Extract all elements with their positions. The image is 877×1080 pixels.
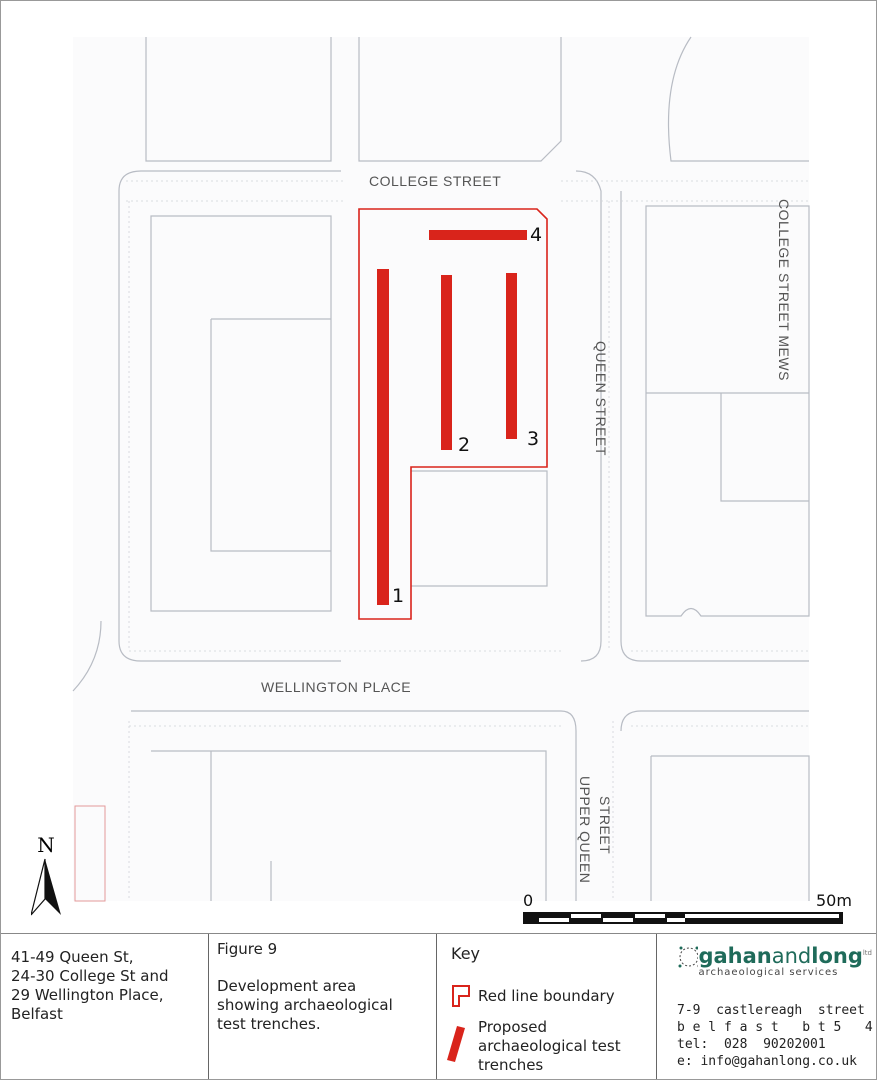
key-trench-symbol <box>445 1024 467 1069</box>
label-college-street-mews: COLLEGE STREET MEWS <box>776 199 792 381</box>
north-label: N <box>37 833 55 857</box>
figure-info: Figure 9 Development area showing archae… <box>217 940 393 1034</box>
address-email[interactable]: e: info@gahanlong.co.uk <box>677 1054 858 1069</box>
trench-2 <box>441 275 452 450</box>
key-trench-line: archaeological test <box>478 1037 621 1055</box>
site-line: 29 Wellington Place, <box>11 986 164 1004</box>
title-block: 41-49 Queen St, 24-30 College St and 29 … <box>1 933 876 1079</box>
site-line: 24-30 College St and <box>11 967 169 985</box>
logo-mark-icon <box>678 946 699 968</box>
site-address: 41-49 Queen St, 24-30 College St and 29 … <box>11 948 168 1024</box>
trench-1 <box>377 269 389 605</box>
scale-start: 0 <box>523 891 534 910</box>
key-boundary-symbol <box>451 984 471 1013</box>
company-logo: gahanandlongltd archaeological services <box>677 942 872 978</box>
company-block: gahanandlongltd archaeological services … <box>677 942 873 1070</box>
key: Key Red line boundary Proposed archaeolo… <box>447 944 651 1075</box>
label-college-street: COLLEGE STREET <box>369 173 502 189</box>
site-map <box>72 36 843 924</box>
key-trench-label: Proposed archaeological test trenches <box>478 1018 621 1075</box>
label-queen-street: QUEEN STREET <box>593 341 609 456</box>
trench-label-2: 2 <box>458 434 471 456</box>
key-trench-line: trenches <box>478 1056 544 1074</box>
trench-3 <box>506 273 517 439</box>
caption-line: Development area <box>217 977 357 995</box>
label-upper-queen-street-2: STREET <box>597 796 613 855</box>
site-line: 41-49 Queen St, <box>11 948 134 966</box>
trench-label-1: 1 <box>392 585 405 607</box>
scale-bar <box>523 912 843 924</box>
label-wellington-place: WELLINGTON PLACE <box>261 679 412 695</box>
key-boundary-label: Red line boundary <box>478 987 615 1005</box>
drawing-stamp <box>74 805 106 902</box>
logo-gahan: gahan <box>698 944 772 968</box>
divider <box>436 934 437 1079</box>
company-address: 7-9 castlereagh street b e l f a s t b t … <box>677 1002 873 1070</box>
red-line-boundary <box>358 208 548 620</box>
address-line: 7-9 castlereagh street <box>677 1003 865 1018</box>
logo-ltd: ltd <box>862 949 872 957</box>
logo-long: long <box>811 944 863 968</box>
address-phone: tel: 028 90202001 <box>677 1037 826 1052</box>
north-arrow: N <box>30 833 63 923</box>
logo-and: and <box>771 944 812 968</box>
scale-end: 50m <box>816 891 852 910</box>
map-background <box>73 37 809 901</box>
label-upper-queen-street: UPPER QUEEN <box>577 776 593 884</box>
trenches <box>377 230 527 605</box>
divider <box>208 934 209 1079</box>
caption-line: test trenches. <box>217 1015 321 1033</box>
trench-label-3: 3 <box>527 428 540 450</box>
key-trench-line: Proposed <box>478 1018 548 1036</box>
trench-4 <box>429 230 527 240</box>
basemap-kerbs <box>126 180 811 901</box>
site-line: Belfast <box>11 1005 63 1023</box>
divider <box>656 934 657 1079</box>
company-tagline: archaeological services <box>698 967 839 978</box>
key-title: Key <box>451 944 481 963</box>
caption-line: showing archaeological <box>217 996 393 1014</box>
basemap-buildings <box>72 36 810 901</box>
north-arrow-icon <box>30 858 61 916</box>
address-line: b e l f a s t b t 5 4 n e <box>677 1020 873 1035</box>
figure-title: Figure 9 <box>217 940 278 958</box>
trench-label-4: 4 <box>530 224 543 246</box>
